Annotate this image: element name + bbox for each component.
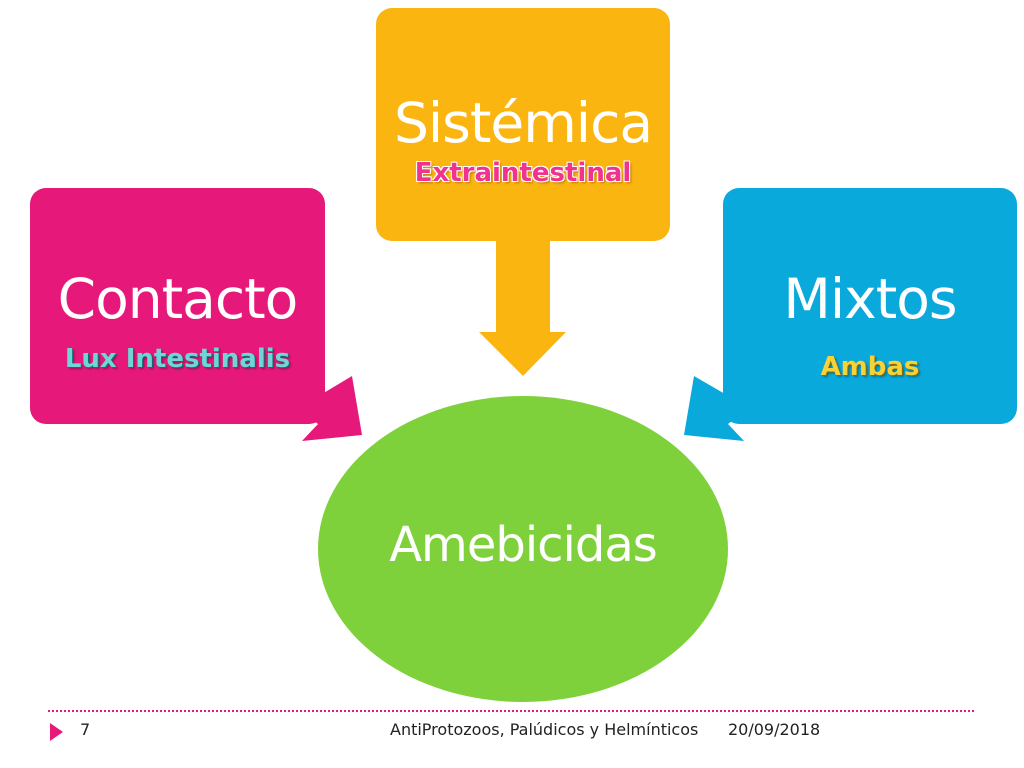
node-mixtos-title: Mixtos bbox=[783, 267, 957, 331]
footer-date: 20/09/2018 bbox=[728, 720, 821, 739]
node-contacto-title: Contacto bbox=[57, 267, 299, 331]
center-node-label: Amebicidas bbox=[389, 517, 658, 573]
node-mixtos-subtitle: Ambas bbox=[820, 352, 920, 382]
slide-number: 7 bbox=[80, 720, 91, 739]
arrow-sistemica-to-center bbox=[479, 240, 566, 376]
node-sistemica-title: Sistémica bbox=[393, 91, 653, 155]
node-sistemica: Sistémica Extraintestinal bbox=[376, 8, 670, 241]
footer-triangle-icon bbox=[50, 723, 63, 741]
node-contacto: Contacto Lux Intestinalis bbox=[30, 188, 325, 424]
arrow-contacto-to-center bbox=[300, 376, 362, 441]
node-mixtos: Mixtos Ambas bbox=[723, 188, 1017, 424]
node-contacto-subtitle: Lux Intestinalis bbox=[64, 344, 291, 374]
node-sistemica-subtitle: Extraintestinal bbox=[414, 158, 632, 188]
footer-divider bbox=[48, 710, 974, 712]
footer-title: AntiProtozoos, Palúdicos y Helmínticos bbox=[390, 720, 699, 739]
arrow-mixtos-to-center bbox=[684, 376, 746, 441]
center-node-amebicidas: Amebicidas bbox=[318, 396, 728, 702]
